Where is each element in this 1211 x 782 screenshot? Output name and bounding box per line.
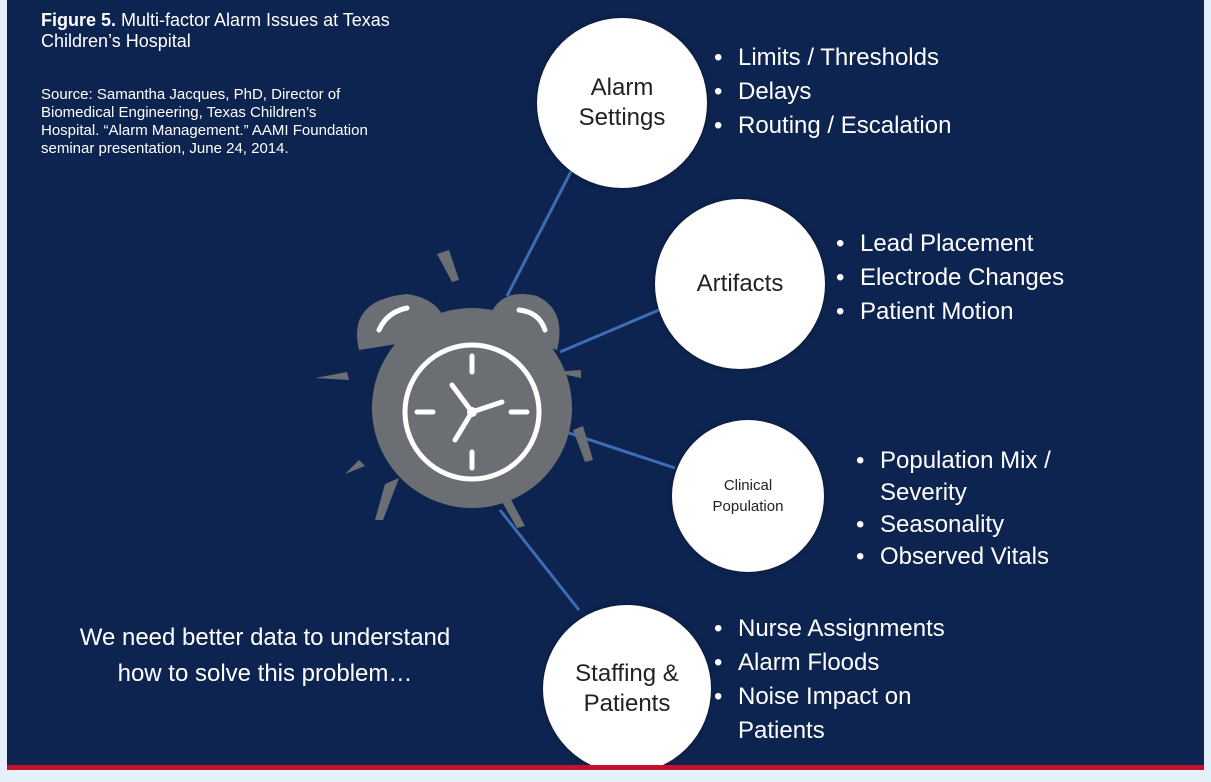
node-label: Alarm Settings bbox=[578, 74, 666, 131]
node-label: Artifacts bbox=[696, 270, 784, 297]
connector-alarm-settings bbox=[505, 149, 584, 297]
bullet-item: Electrode Changes bbox=[836, 261, 1064, 295]
bullet-item-continued: Severity bbox=[880, 479, 967, 506]
bullet-item: Alarm Floods bbox=[714, 646, 945, 680]
bullet-item: Population Mix / bbox=[856, 445, 1051, 477]
node-staffing-patients: Staffing & Patients bbox=[543, 605, 711, 769]
bullet-item: Noise Impact on bbox=[714, 680, 945, 714]
node-clinical-population: Clinical Population bbox=[672, 420, 824, 572]
bullet-item: Seasonality bbox=[856, 509, 1051, 541]
node-alarm-settings: Alarm Settings bbox=[537, 18, 707, 188]
figure-source: Source: Samantha Jacques, PhD, Director … bbox=[41, 86, 368, 157]
bullet-item: Observed Vitals bbox=[856, 541, 1051, 573]
diagram-panel: Figure 5. Multi-factor Alarm Issues at T… bbox=[7, 0, 1204, 769]
bullet-item-continued: Patients bbox=[738, 717, 825, 744]
bullet-item: Nurse Assignments bbox=[714, 612, 945, 646]
staffing-bullets: Nurse Assignments Alarm Floods Noise Imp… bbox=[714, 612, 945, 748]
bullet-item: Routing / Escalation bbox=[714, 109, 951, 143]
node-label: Clinical Population bbox=[712, 477, 784, 515]
clinical-population-bullets: Population Mix / Severity Seasonality Ob… bbox=[856, 445, 1051, 573]
accent-rule bbox=[7, 765, 1204, 770]
conclusion-text: We need better data to understand how to… bbox=[79, 624, 451, 687]
bullet-item: Delays bbox=[714, 75, 951, 109]
connector-staffing bbox=[498, 509, 581, 611]
figure-title: Multi-factor Alarm Issues at Texas Child… bbox=[41, 10, 390, 51]
node-label: Staffing & Patients bbox=[575, 660, 679, 717]
bullet-item: Patient Motion bbox=[836, 295, 1064, 329]
bullet-item: Limits / Thresholds bbox=[714, 41, 951, 75]
figure-label: Figure 5. bbox=[41, 10, 117, 30]
alarm-settings-bullets: Limits / Thresholds Delays Routing / Esc… bbox=[714, 41, 951, 143]
node-artifacts: Artifacts bbox=[655, 199, 825, 369]
bullet-item: Lead Placement bbox=[836, 227, 1064, 261]
connector-artifacts bbox=[559, 308, 660, 354]
figure-caption: Figure 5. Multi-factor Alarm Issues at T… bbox=[41, 10, 411, 52]
artifacts-bullets: Lead Placement Electrode Changes Patient… bbox=[836, 227, 1064, 329]
connectors-and-clock bbox=[315, 149, 676, 611]
